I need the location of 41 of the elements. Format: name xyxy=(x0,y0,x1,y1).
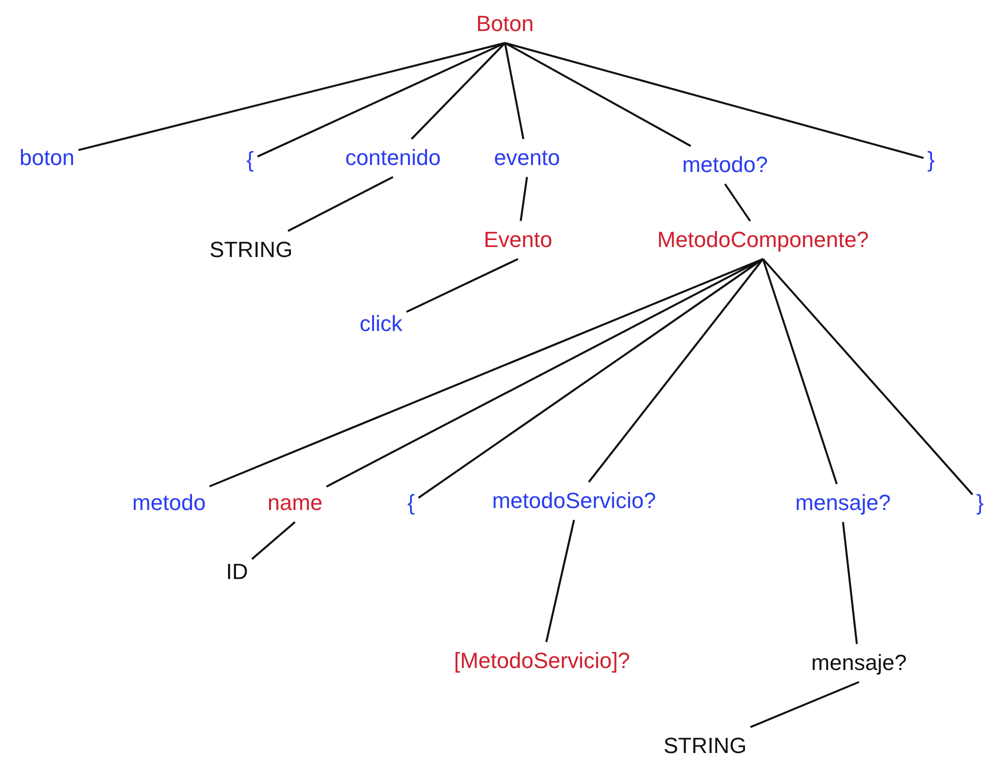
tree-branch-line xyxy=(842,522,858,644)
tree-node-label: { xyxy=(246,147,254,172)
tree-branch-line xyxy=(78,42,506,152)
tree-node-label: Boton xyxy=(476,11,534,36)
tree-node-label: metodo? xyxy=(682,152,768,177)
tree-node-label: boton xyxy=(19,145,75,170)
tree-node-label: mensaje? xyxy=(795,490,891,515)
tree-branch-line xyxy=(504,42,524,140)
tree-branch-line xyxy=(762,258,974,496)
tree-branch-line xyxy=(750,681,860,728)
tree-branch-line xyxy=(326,258,764,488)
tree-node-label: [MetodoServicio]? xyxy=(454,648,630,673)
tree-branch-line xyxy=(545,520,575,642)
tree-branch-line xyxy=(251,521,296,560)
tree-node-label: name xyxy=(267,490,323,515)
tree-node-label: { xyxy=(407,490,415,515)
tree-branch-line xyxy=(520,176,528,222)
tree-node-label: ID xyxy=(226,559,248,584)
tree-branch-line xyxy=(504,42,692,147)
tree-branch-line xyxy=(410,42,506,140)
tree-node-label: mensaje? xyxy=(811,650,907,675)
tree-branch-line xyxy=(588,258,764,483)
tree-branch-line xyxy=(724,183,751,222)
tree-node-label: } xyxy=(927,147,935,172)
tree-branch-line xyxy=(762,258,838,484)
tree-branch-line xyxy=(209,258,764,488)
tree-branch-line xyxy=(257,42,506,158)
tree-node-label: metodo xyxy=(132,490,206,515)
tree-node-label: MetodoComponente? xyxy=(657,227,869,252)
tree-node-label: STRING xyxy=(663,733,747,758)
tree-branch-line xyxy=(418,258,764,499)
tree-node-label: STRING xyxy=(209,237,293,262)
tree-node-label: metodoServicio? xyxy=(492,488,656,513)
tree-node-label: Evento xyxy=(484,227,552,252)
tree-node-label: evento xyxy=(494,145,560,170)
tree-branch-line xyxy=(288,176,394,232)
tree-node-label: contenido xyxy=(345,145,441,170)
tree-branch-line xyxy=(406,258,518,313)
tree-branch-line xyxy=(504,42,924,159)
tree-node-label: click xyxy=(360,311,402,336)
tree-node-label: } xyxy=(976,490,984,515)
